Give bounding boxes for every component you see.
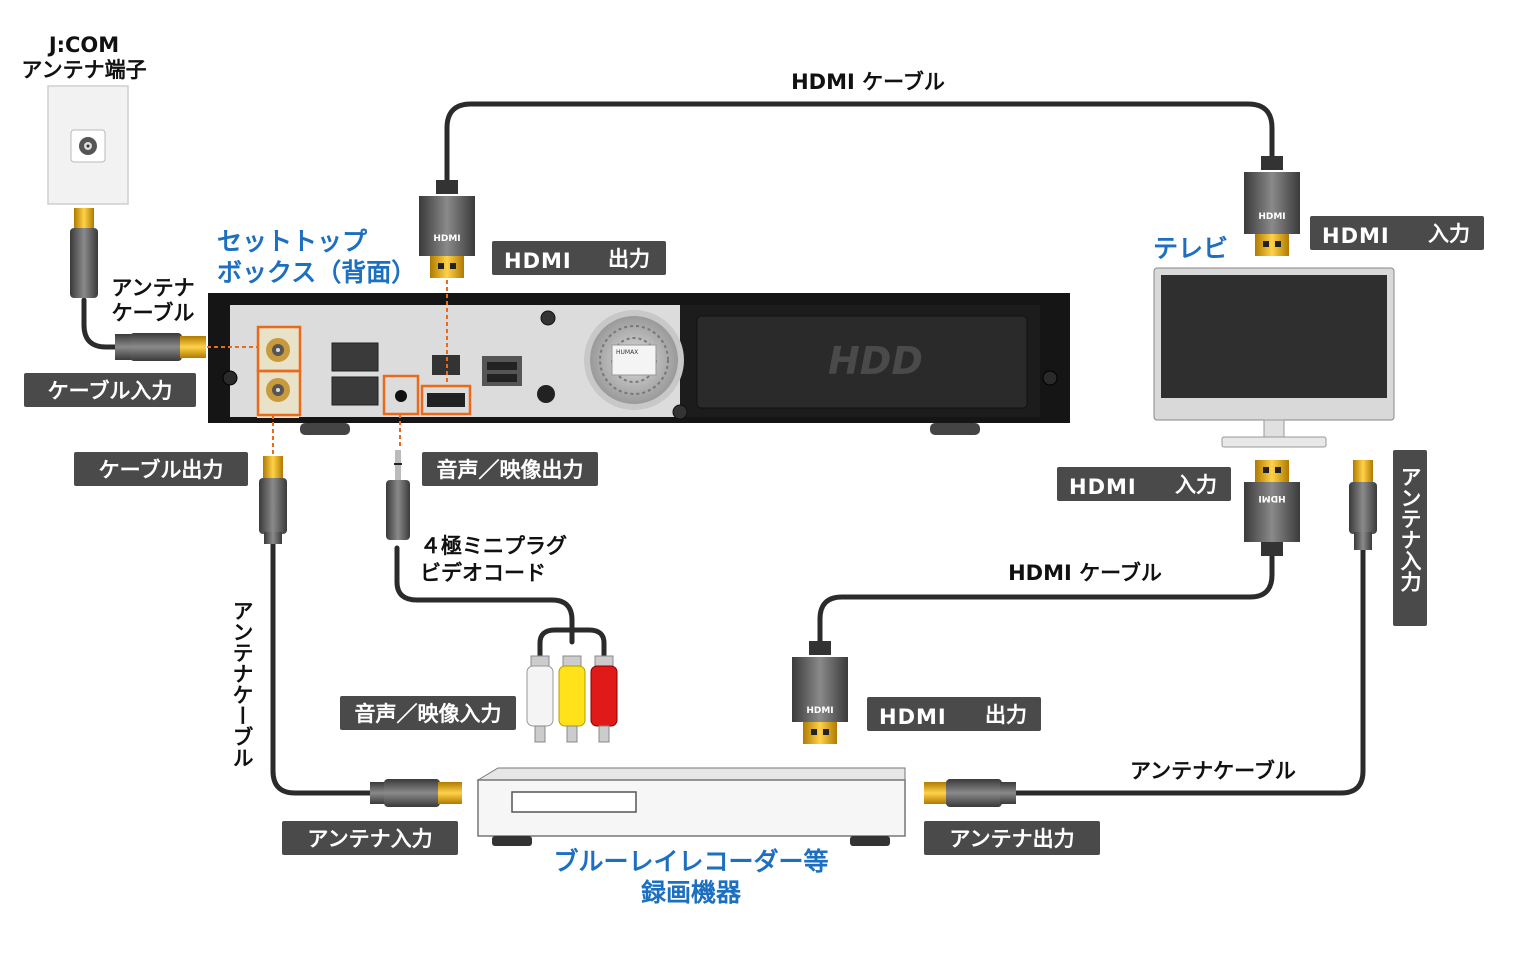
jcom-label-line2: アンテナ端子 <box>21 58 146 82</box>
hdmi-plug-logo: HDMI <box>1258 212 1285 222</box>
av-jack-icon <box>395 390 407 402</box>
label-tv-hdmi-input-top: HDMI 入力 <box>1310 216 1484 250</box>
hdd-mark: HDD <box>828 339 923 383</box>
label-recorder-antenna-input: アンテナ入力 <box>282 821 458 855</box>
rca-yellow-plug-icon <box>558 655 586 743</box>
label-cable-output: ケーブル出力 <box>74 452 248 486</box>
hdmi-logo: HDMI <box>1322 224 1390 248</box>
antenna-plug-stb-output <box>259 456 287 544</box>
jcom-label-line1: J:COM <box>47 33 119 57</box>
label-recorder-hdmi-output: HDMI 出力 <box>867 697 1041 731</box>
hdmi-cable-bottom <box>817 552 1275 648</box>
hdmi-plug-tv-bottom: HDMI <box>1244 460 1300 556</box>
label-tv-antenna-input: アンテナ入力 <box>1393 450 1427 626</box>
lan-port-icon <box>331 376 379 406</box>
label-stb-hdmi-output-text: 出力 <box>608 247 650 271</box>
av-cable-red <box>569 627 607 663</box>
label-recorder-antenna-output: アンテナ出力 <box>924 821 1100 855</box>
antenna-plug-icon <box>70 228 98 298</box>
hdmi-port-icon <box>427 393 465 407</box>
antenna-cable-label-line1: アンテナ <box>111 276 194 300</box>
antenna-cable-right <box>1007 545 1366 796</box>
label-tv-antenna-input-text: アンテナ入力 <box>1398 466 1422 593</box>
label-tv-hdmi-input-bottom: HDMI 入力 <box>1057 467 1231 501</box>
stb-title-line1: セットトップ <box>217 227 368 256</box>
av-cable-label-line1: ４極ミニプラグ <box>420 534 567 558</box>
bluray-recorder <box>476 767 906 846</box>
label-recorder-antenna-input-text: アンテナ入力 <box>307 827 432 851</box>
dc-power-port-icon <box>537 385 555 403</box>
hdmi-plug-stb: HDMI <box>419 180 475 278</box>
mini-plug-icon <box>386 480 410 540</box>
label-recorder-antenna-output-text: アンテナ出力 <box>949 827 1074 851</box>
lan-port-icon <box>331 342 379 372</box>
label-av-output: 音声／映像出力 <box>422 452 598 486</box>
label-tv-hdmi-input-top-text: 入力 <box>1428 222 1470 246</box>
tv-title: テレビ <box>1153 234 1228 263</box>
television <box>1153 267 1395 448</box>
cable-input-port-icon <box>266 338 290 362</box>
hdmi-plug-logo: HDMI <box>1258 493 1285 503</box>
hdmi-logo: HDMI <box>504 249 572 273</box>
rca-red-plug-icon <box>590 655 618 743</box>
cable-output-port-icon <box>266 378 290 402</box>
label-av-input: 音声／映像入力 <box>340 696 516 730</box>
antenna-plug-recorder-output <box>924 779 1016 807</box>
hdmi-plug-logo: HDMI <box>433 234 460 244</box>
label-cable-input-text: ケーブル入力 <box>48 379 173 403</box>
av-cable-white <box>537 627 575 663</box>
label-stb-hdmi-output: HDMI 出力 <box>492 241 666 275</box>
label-recorder-hdmi-output-text: 出力 <box>985 703 1027 727</box>
antenna-plug-recorder-input <box>370 779 462 807</box>
antenna-cable-left <box>270 537 375 796</box>
stb-callout-lines <box>207 280 448 455</box>
label-av-input-text: 音声／映像入力 <box>355 702 502 726</box>
mini-plug-4pole <box>386 450 410 540</box>
antenna-plug-stb-input <box>115 333 206 361</box>
label-cable-input: ケーブル入力 <box>24 373 196 407</box>
stb-title-line2: ボックス（背面） <box>217 258 416 287</box>
hdmi-logo: HDMI <box>1069 475 1137 499</box>
jcom-antenna-terminal: J:COM アンテナ端子 <box>21 33 147 298</box>
rca-white-plug-icon <box>526 655 554 743</box>
svg-text:HUMAX: HUMAX <box>616 349 638 356</box>
antenna-cable-jcom <box>81 297 123 350</box>
antenna-plug-tv <box>1349 460 1377 550</box>
hdmi-cable-bottom-label: HDMI ケーブル <box>1008 561 1162 585</box>
label-tv-hdmi-input-bottom-text: 入力 <box>1175 473 1217 497</box>
label-cable-output-text: ケーブル出力 <box>99 458 224 482</box>
hdmi-logo: HDMI <box>879 705 947 729</box>
disc-tray-icon <box>511 791 637 813</box>
hdmi-cable-top <box>444 101 1275 185</box>
hdmi-plug-logo: HDMI <box>806 706 833 716</box>
av-cable-label-line2: ビデオコード <box>420 561 546 585</box>
antenna-cable-left-label: アンテナケーブル <box>230 600 254 768</box>
recorder-title-line2: 録画機器 <box>641 878 742 907</box>
antenna-cable-label-line2: ケーブル <box>112 301 195 325</box>
label-av-output-text: 音声／映像出力 <box>437 458 584 482</box>
recorder-title-line1: ブルーレイレコーダー等 <box>553 847 828 876</box>
hdmi-cable-top-label: HDMI ケーブル <box>791 70 945 94</box>
antenna-cable-right-label: アンテナケーブル <box>1130 759 1296 783</box>
rca-plugs <box>526 655 618 743</box>
recorder-hdmi-plug: HDMI <box>792 641 848 744</box>
av-cable <box>394 545 575 645</box>
cables <box>81 101 1366 796</box>
hdmi-plug-tv-top: HDMI <box>1244 156 1300 256</box>
set-top-box-rear: HUMAX HDD <box>208 293 1070 435</box>
